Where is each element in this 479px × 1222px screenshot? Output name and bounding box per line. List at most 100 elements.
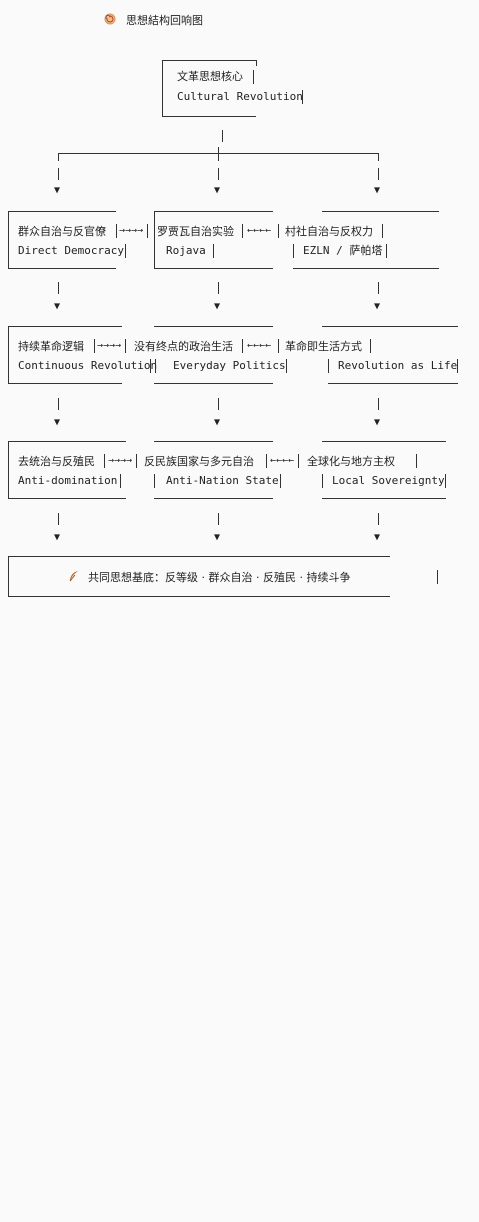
- root-label-en: Cultural Revolution: [177, 90, 303, 103]
- r1-left-right-2: [125, 244, 126, 258]
- stem-r1: [378, 282, 379, 294]
- stem-l0: [58, 168, 59, 180]
- root-box-right-1: [253, 70, 254, 84]
- r2-left-side: [8, 326, 9, 383]
- r2-right-right-1: [370, 339, 371, 353]
- diagram-title: 思想結构回响图: [126, 14, 203, 27]
- r3-right-cn: 全球化与地方主权: [307, 455, 395, 468]
- footer-box-bottom: [8, 596, 390, 597]
- r1-right-right-2: [386, 244, 387, 258]
- r1-mid-en: Rojava: [166, 244, 206, 257]
- r1-right-bottom: [293, 268, 439, 269]
- down-arrow-r3: ▼: [374, 532, 381, 543]
- r2-left-cn: 持续革命逻辑: [18, 340, 84, 353]
- r3-sep-1: [136, 454, 137, 468]
- r3-mid-en: Anti-Nation State: [166, 474, 279, 487]
- r2-mid-right-2: [286, 359, 287, 373]
- root-box-right-2: [302, 90, 303, 104]
- down-arrow-r0: ▼: [374, 185, 381, 196]
- r2-left-top: [8, 326, 122, 327]
- stem-m0: [218, 168, 219, 180]
- root-box-right-top: [256, 60, 257, 66]
- r1-mid-side: [154, 211, 155, 268]
- r3-right-en: Local Sovereignty: [332, 474, 445, 487]
- r1-mid-bottom: [154, 268, 273, 269]
- r2-arrow-right: →→→→: [97, 340, 122, 351]
- r3-left-bottom: [8, 498, 126, 499]
- r2-sep-1b: [150, 359, 151, 373]
- stem-l1: [58, 282, 59, 294]
- r3-mid-right-2: [280, 474, 281, 488]
- r1-sep-2: [278, 224, 279, 238]
- r1-left-cn: 群众自治与反官僚: [18, 225, 106, 238]
- stem-r0: [378, 168, 379, 180]
- down-arrow-m1: ▼: [214, 301, 221, 312]
- root-stem: [222, 130, 223, 142]
- r2-left-bottom: [8, 383, 122, 384]
- r2-mid-right-1: [242, 339, 243, 353]
- feather-icon: [69, 571, 78, 582]
- down-arrow-m0: ▼: [214, 185, 221, 196]
- r3-left-cn: 去统治与反殖民: [18, 455, 95, 468]
- r2-right-right-2: [457, 359, 458, 373]
- branch-right-drop: [378, 153, 379, 161]
- root-label-cn: 文革思想核心: [177, 70, 243, 83]
- r1-arrow-right: →→→→: [119, 225, 144, 236]
- r2-left-right-1: [94, 339, 95, 353]
- r1-mid-right-1: [242, 224, 243, 238]
- r2-right-bottom: [328, 383, 458, 384]
- stem-r3: [378, 513, 379, 525]
- r2-left-en: Continuous Revolution: [18, 359, 158, 372]
- r2-mid-cn: 没有终点的政治生活: [134, 340, 233, 353]
- branch-center-tick: [218, 147, 219, 161]
- r3-left-right-1: [104, 454, 105, 468]
- r3-right-right-2: [445, 474, 446, 488]
- r3-mid-side: [154, 474, 155, 488]
- r2-mid-en: Everyday Politics: [173, 359, 286, 372]
- r3-mid-right-1: [266, 454, 267, 468]
- r3-right-top: [322, 441, 446, 442]
- r1-left-right-1: [116, 224, 117, 238]
- r2-mid-bottom: [154, 383, 273, 384]
- r1-right-top: [322, 211, 439, 212]
- r3-sep-2: [298, 454, 299, 468]
- r2-right-cn: 革命即生活方式: [285, 340, 362, 353]
- r3-arrow-left: ←←←←: [270, 455, 295, 466]
- footer-box-top: [8, 556, 390, 557]
- stem-m2: [218, 398, 219, 410]
- r2-sep-2: [278, 339, 279, 353]
- down-arrow-l0: ▼: [54, 185, 61, 196]
- r2-right-en: Revolution as Life: [338, 359, 458, 372]
- r1-right-en: EZLN / 萨帕塔: [303, 244, 383, 257]
- r3-mid-bottom: [154, 498, 273, 499]
- r3-right-side: [322, 474, 323, 488]
- r1-mid-right-2: [213, 244, 214, 258]
- r3-right-right-1: [416, 454, 417, 468]
- down-arrow-r1: ▼: [374, 301, 381, 312]
- r1-left-en: Direct Democracy: [18, 244, 124, 257]
- r1-right-side: [293, 244, 294, 258]
- r1-left-side: [8, 211, 9, 268]
- root-box-top: [162, 60, 256, 61]
- stem-l2: [58, 398, 59, 410]
- down-arrow-m3: ▼: [214, 532, 221, 543]
- root-box-left: [162, 60, 163, 116]
- r1-sep-1: [147, 224, 148, 238]
- stem-l3: [58, 513, 59, 525]
- r2-mid-top: [154, 326, 273, 327]
- r3-left-en: Anti-domination: [18, 474, 118, 487]
- r1-right-right-1: [382, 224, 383, 238]
- r2-sep-1c: [155, 359, 156, 373]
- r3-mid-cn: 反民族国家与多元自治: [144, 455, 254, 468]
- r1-left-top: [8, 211, 116, 212]
- r1-mid-top: [154, 211, 273, 212]
- r2-right-top: [322, 326, 458, 327]
- footer-text: 共同思想基底：反等级 · 群众自治 · 反殖民 · 持续斗争: [88, 571, 351, 584]
- r3-left-top: [8, 441, 126, 442]
- down-arrow-r2: ▼: [374, 417, 381, 428]
- r1-mid-cn: 罗贾瓦自治实验: [157, 225, 234, 238]
- r2-arrow-left: ←←←←: [247, 340, 272, 351]
- structure-diagram: 思想結构回响图 文革思想核心 Cultural Revolution ▼ ▼ ▼…: [8, 13, 458, 597]
- down-arrow-m2: ▼: [214, 417, 221, 428]
- r3-left-right-2: [120, 474, 121, 488]
